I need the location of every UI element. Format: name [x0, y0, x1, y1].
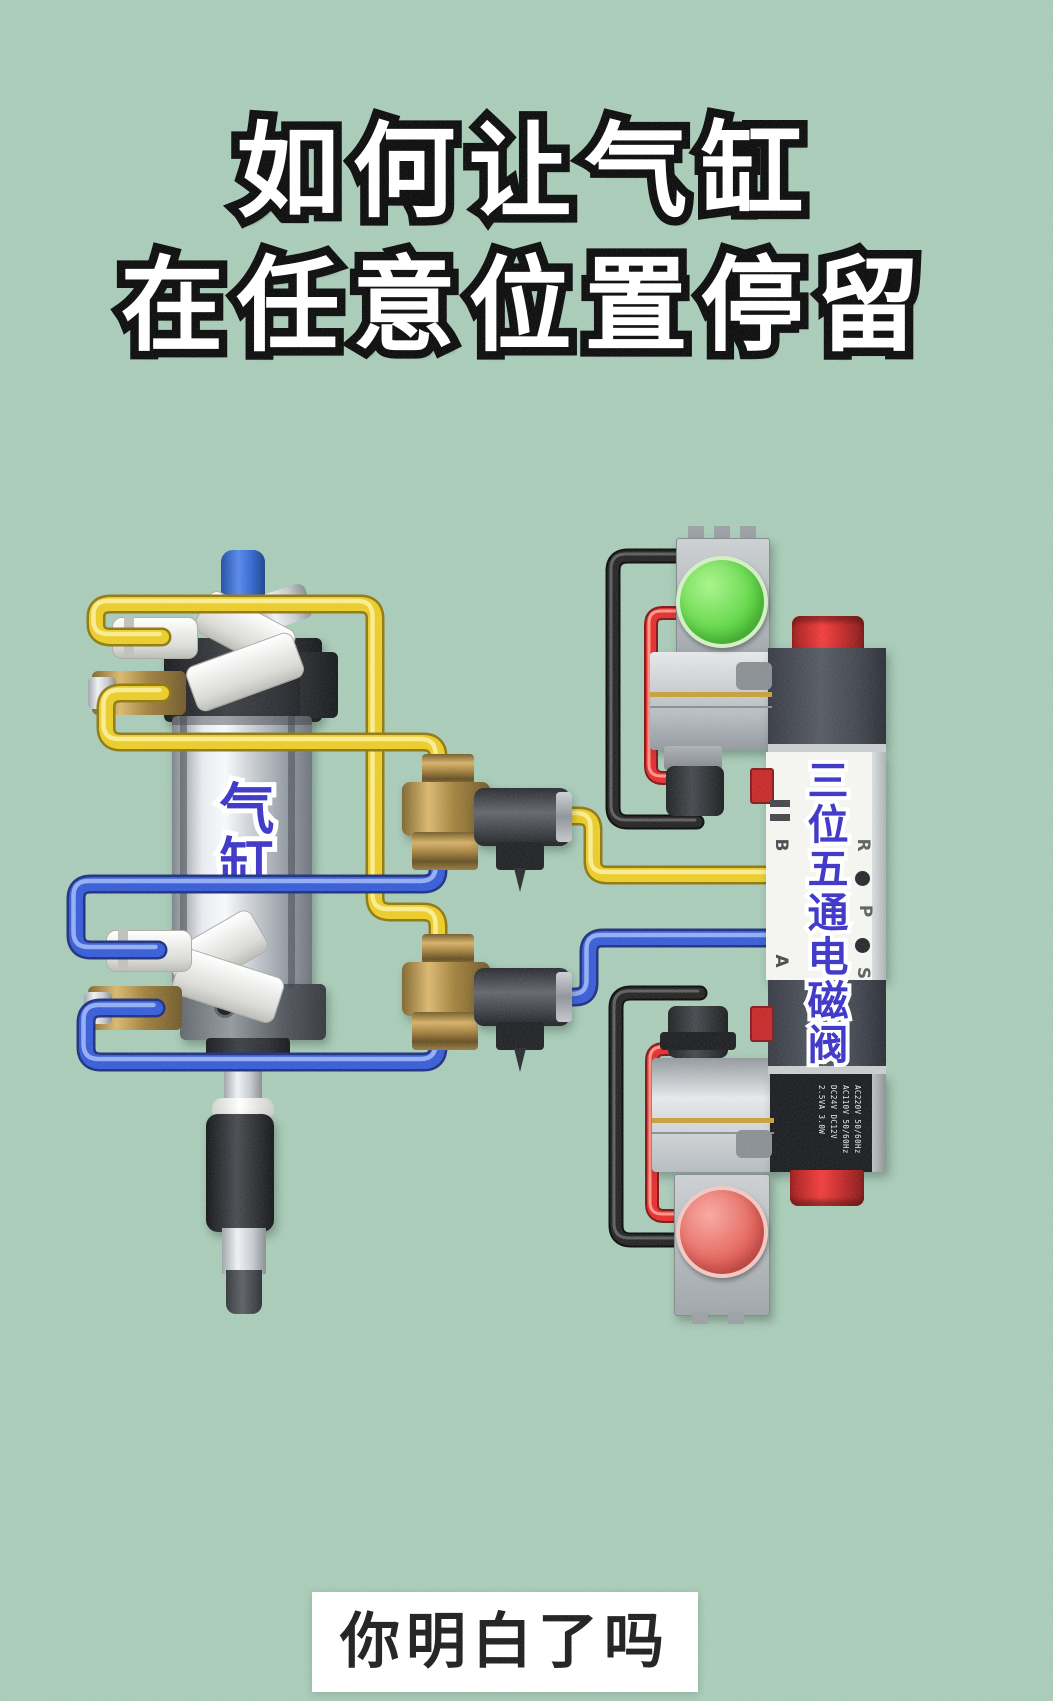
shutoff-valve1-connector: [496, 842, 544, 870]
tube-blue-cylinder-to-valve2: [76, 998, 448, 1072]
solenoid-valve-coil-edge: [872, 1074, 886, 1172]
solenoid-valve-upper-block: [768, 648, 886, 748]
port-tick-2: [770, 814, 790, 821]
coil-spec-line: 2.5VA 3.0W: [817, 1085, 826, 1135]
green-switch-side-tab: [736, 662, 772, 690]
green-switch-contact-block: [666, 766, 724, 816]
solenoid-valve-side-fitting-bottom: [750, 1006, 774, 1042]
solenoid-valve-label-text: 三位五通电磁阀: [800, 759, 848, 1067]
red-switch-contact-flange: [660, 1032, 736, 1050]
solenoid-valve-side-fitting-top: [750, 768, 774, 804]
green-push-button: [676, 556, 768, 648]
coil-spec-line: AC220V 50/60Hz: [853, 1085, 862, 1154]
coil-spec-line: DC24V DC12V: [829, 1085, 838, 1140]
solenoid-valve-label: 三位五通电磁阀 三位五通电磁阀: [796, 755, 852, 1071]
shutoff-valve1-bottom-nut: [412, 832, 478, 870]
port-label-p: P: [855, 904, 875, 918]
port-label-s: S: [853, 966, 873, 980]
red-station-tab-2: [728, 1312, 744, 1324]
shutoff-valve2-connector: [496, 1022, 544, 1050]
red-push-button: [676, 1186, 768, 1278]
port-dot-1: [855, 871, 870, 886]
shutoff-valve2-bottom-nut: [412, 1012, 478, 1050]
red-switch-gold-band: [652, 1118, 774, 1123]
solenoid-valve-bottom-muffler: [790, 1170, 864, 1206]
solenoid-valve-top-muffler: [792, 616, 864, 652]
coil-spec-text: AC220V 50/60Hz AC110V 50/60Hz DC24V DC12…: [793, 1085, 863, 1169]
port-label-a: A: [771, 954, 791, 968]
shutoff-valve2-coil-face: [556, 972, 572, 1022]
port-label-r: R: [853, 838, 873, 852]
red-switch-side-tab: [736, 1130, 772, 1158]
red-station-tab-1: [692, 1312, 708, 1324]
green-switch-gold-band: [650, 692, 772, 697]
port-dot-2: [855, 938, 870, 953]
shutoff-valve1-coil-face: [556, 792, 572, 842]
port-label-b: B: [771, 838, 791, 852]
tube-yellow-lower-loop: [96, 683, 448, 784]
solenoid-valve-right-strip: [872, 752, 886, 980]
port-tick-1: [770, 800, 790, 807]
tube-yellow-top-loop: [86, 594, 448, 960]
solenoid-valve-lip-top: [768, 744, 886, 752]
coil-spec-line: AC110V 50/60Hz: [841, 1085, 850, 1154]
green-switch-line: [650, 706, 772, 708]
